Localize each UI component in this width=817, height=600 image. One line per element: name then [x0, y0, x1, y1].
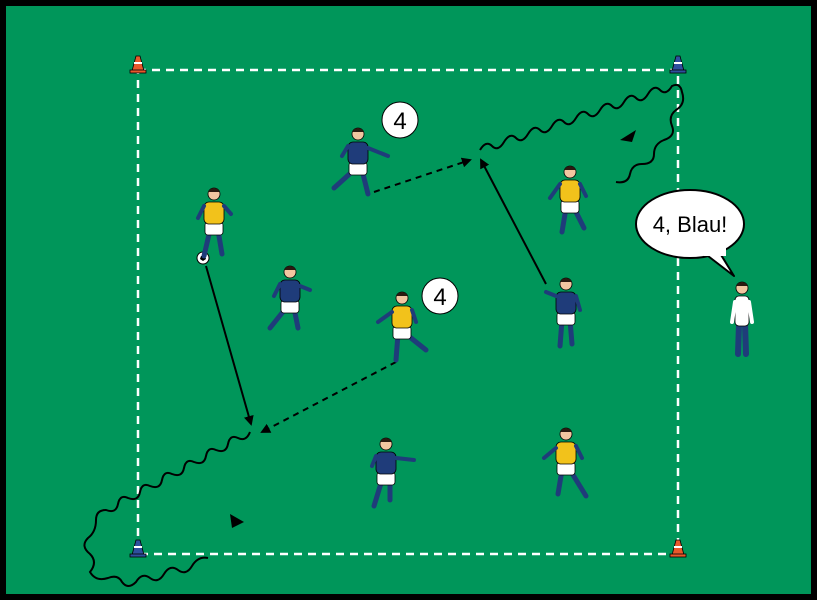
player-blue-top — [331, 127, 390, 197]
player-blue-bottom — [370, 437, 416, 509]
pass-arrow-up — [480, 158, 547, 285]
player-blue-right — [544, 277, 582, 349]
dribble-arrowhead-top — [620, 130, 636, 142]
dribble-path-bottom — [83, 431, 251, 587]
player-yellow-top-right — [548, 165, 588, 235]
cone-top-right — [669, 55, 687, 74]
badge-mid-label: 4 — [433, 284, 446, 311]
dribble-path-top — [479, 83, 685, 184]
cone-bottom-right — [669, 539, 687, 558]
cone-top-left — [129, 55, 147, 74]
drill-area-boundary — [136, 68, 680, 556]
cone-bottom-left — [129, 539, 147, 558]
badge-top-label: 4 — [393, 108, 406, 135]
player-blue-left — [267, 265, 312, 331]
number-badge-mid: 4 — [421, 277, 459, 315]
run-arrow-diagonal-left — [260, 361, 397, 433]
coach-icon — [730, 281, 754, 357]
player-yellow-with-ball — [196, 187, 233, 259]
player-yellow-bottom-right — [542, 427, 589, 499]
number-badge-top: 4 — [381, 101, 419, 139]
dribble-arrowhead-bottom — [230, 514, 244, 528]
coach-speech-text: 4, Blau! — [653, 212, 728, 237]
pass-arrow-down — [205, 265, 254, 426]
run-arrow-top — [373, 157, 472, 193]
player-yellow-center — [376, 291, 429, 363]
speech-bubble-icon: 4, Blau! — [635, 189, 745, 277]
